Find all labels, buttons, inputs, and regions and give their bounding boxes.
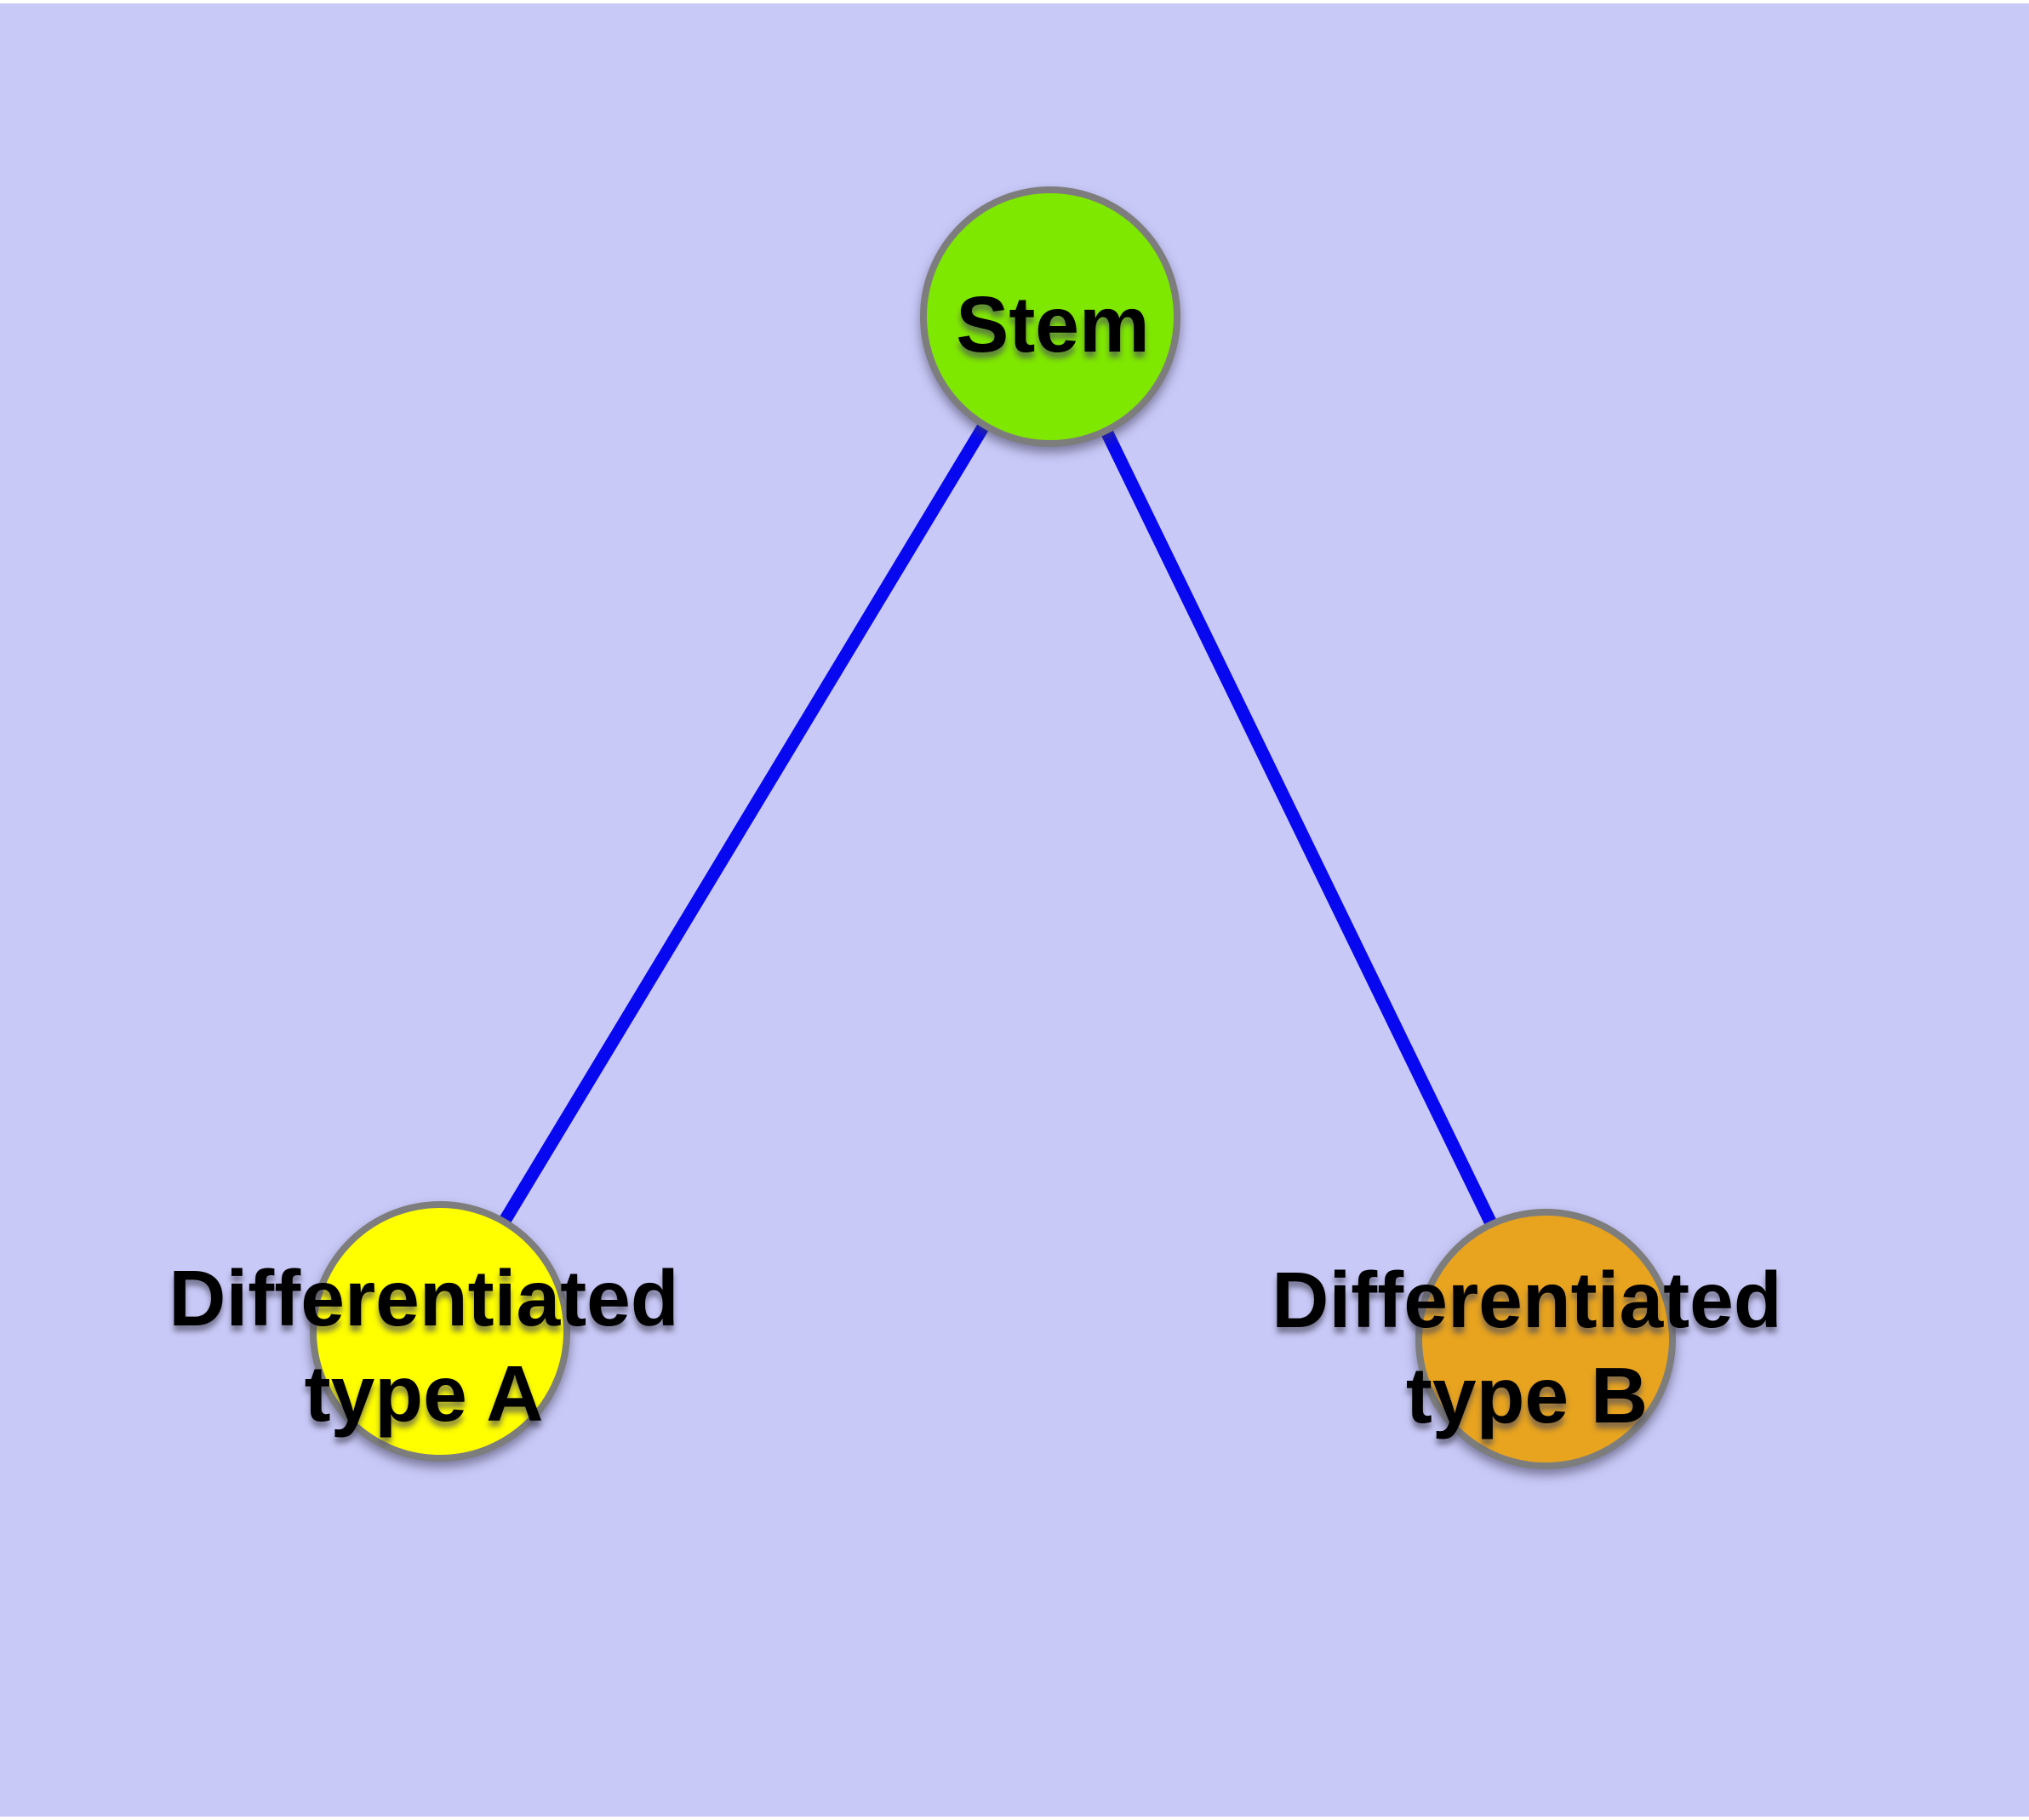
node-type-b-label: Differentiated type B (1272, 1252, 1781, 1443)
node-type-a-label-line-2: type A (304, 1349, 544, 1438)
edges-layer (434, 312, 1552, 1339)
edge-stem-to-type-a (434, 312, 1056, 1331)
node-type-b-label-line-1: Differentiated (1272, 1256, 1782, 1344)
node-type-a-label-line-1: Differentiated (169, 1254, 679, 1342)
node-differentiated-type-b (1415, 1209, 1676, 1469)
node-type-b-label-line-2: type B (1405, 1351, 1649, 1439)
edge-stem-to-type-b (1044, 312, 1552, 1339)
node-stem-label: Stem (956, 280, 1150, 369)
node-type-a-label: Differentiated type A (169, 1251, 678, 1441)
node-differentiated-type-a (310, 1201, 570, 1462)
node-stem (920, 186, 1180, 447)
diagram-canvas: Stem Differentiated type A Differentiate… (0, 3, 2029, 1817)
